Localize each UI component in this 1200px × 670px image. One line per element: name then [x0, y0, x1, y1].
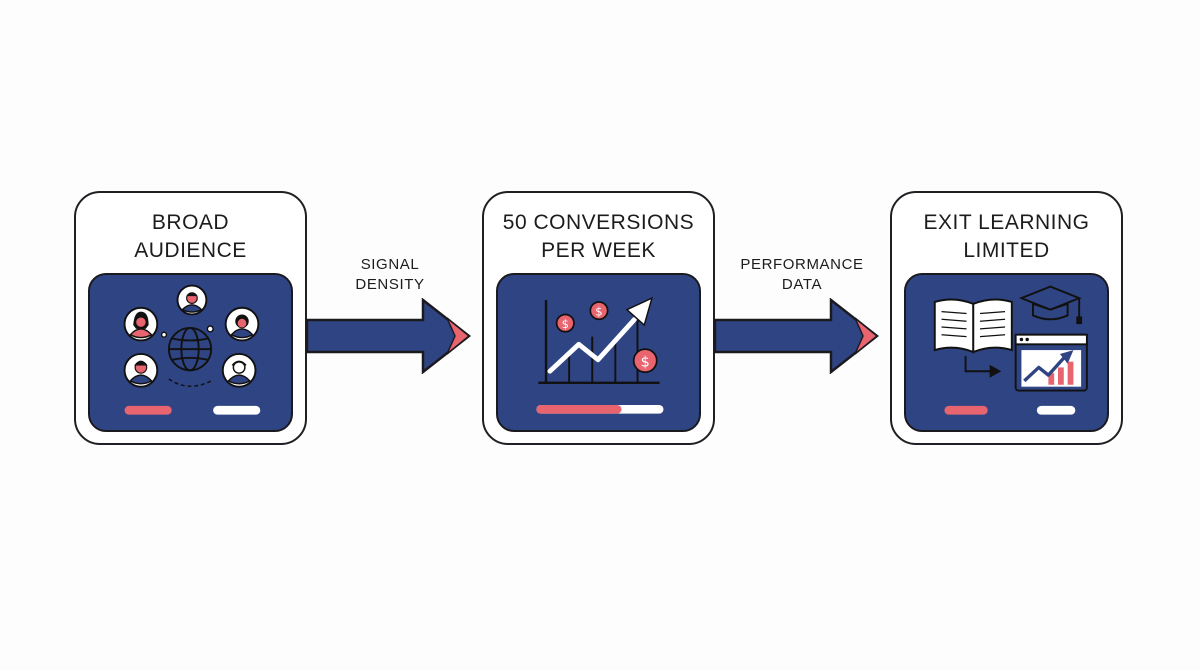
stage-title-line1: EXIT LEARNING [923, 211, 1090, 234]
learning-illustration [933, 285, 1088, 415]
flow-arrow [713, 298, 880, 374]
dollar-coin-icon: $ [589, 301, 609, 321]
stage-illustration-panel: $ $ $ [496, 273, 701, 432]
stage-illustration-panel [904, 273, 1109, 432]
stage-title: BROAD AUDIENCE [76, 209, 305, 265]
line-chart-icon [538, 296, 660, 385]
progress-bar-fill [536, 404, 622, 414]
connector-label-line2: DENSITY [355, 276, 425, 293]
connector-label: PERFORMANCE DATA [728, 255, 876, 295]
person-icon [123, 306, 159, 342]
stage-title-line2: PER WEEK [541, 239, 656, 262]
stage-title: EXIT LEARNING LIMITED [892, 209, 1121, 265]
connector-arrow-icon [964, 355, 1002, 378]
stage-card-broad-audience: BROAD AUDIENCE [74, 191, 307, 445]
stage-title-line2: AUDIENCE [134, 239, 247, 262]
graduation-cap-icon [1018, 285, 1083, 325]
dollar-coin-icon: $ [555, 313, 575, 333]
open-book-icon [933, 298, 1013, 354]
status-pill [1036, 405, 1076, 415]
status-pill [124, 405, 172, 415]
progress-bar [536, 404, 664, 414]
conversion-chart-illustration: $ $ $ [536, 296, 664, 414]
stage-illustration-panel [88, 273, 293, 432]
stage-title-line2: LIMITED [963, 239, 1050, 262]
stage-card-50-conversions: 50 CONVERSIONS PER WEEK $ [482, 191, 715, 445]
stage-title: 50 CONVERSIONS PER WEEK [484, 209, 713, 265]
person-icon [221, 352, 257, 388]
connector-label-line2: DATA [781, 276, 823, 293]
status-pill [944, 405, 988, 415]
person-icon [176, 284, 208, 316]
stage-card-exit-learning-limited: EXIT LEARNING LIMITED [890, 191, 1123, 445]
svg-text:$: $ [595, 304, 602, 318]
stage-title-line1: BROAD [151, 211, 230, 234]
dashboard-icon [1014, 333, 1088, 392]
flow-arrow [305, 298, 472, 374]
dollar-coin-icon: $ [632, 348, 658, 374]
svg-text:$: $ [641, 354, 650, 370]
person-icon [123, 352, 159, 388]
person-icon [224, 306, 260, 342]
svg-text:$: $ [562, 317, 569, 331]
globe-icon [167, 326, 213, 372]
connector-label: SIGNAL DENSITY [330, 255, 450, 295]
connector-label-line1: PERFORMANCE [740, 256, 864, 273]
status-pill [213, 405, 261, 415]
connector-label-line1: SIGNAL [360, 256, 420, 273]
audience-illustration [123, 284, 261, 415]
stage-title-line1: 50 CONVERSIONS [502, 211, 695, 234]
